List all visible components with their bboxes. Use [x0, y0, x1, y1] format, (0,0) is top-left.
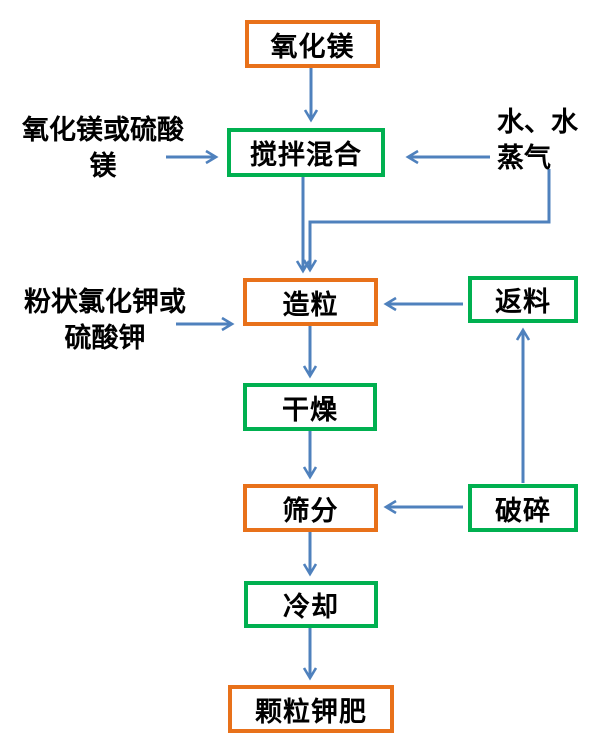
input-label-water-steam: 水、水 蒸气	[497, 104, 597, 176]
input-label-line: 镁	[89, 151, 117, 181]
node-magnesium-oxide: 氧化镁	[245, 20, 380, 68]
input-label-line: 氧化镁或硫酸	[22, 115, 184, 145]
node-cooling: 冷却	[244, 581, 378, 628]
node-screening: 筛分	[243, 484, 378, 532]
input-label-line: 粉状氯化钾或	[24, 287, 186, 317]
connector-water-to-granulation	[302, 169, 551, 273]
input-label-line: 蒸气	[497, 143, 551, 173]
input-label-mgo-or-mgso4: 氧化镁或硫酸 镁	[2, 112, 204, 184]
node-granular-potash: 颗粒钾肥	[228, 685, 394, 733]
node-return-material: 返料	[468, 276, 578, 323]
node-mixing: 搅拌混合	[227, 128, 385, 177]
input-label-kcl-or-k2so4: 粉状氯化钾或 硫酸钾	[0, 284, 210, 356]
node-drying: 干燥	[243, 383, 377, 431]
input-label-line: 硫酸钾	[64, 323, 146, 353]
input-label-line: 水、水	[497, 107, 578, 137]
node-crushing: 破碎	[468, 484, 578, 532]
node-granulation: 造粒	[243, 278, 378, 326]
